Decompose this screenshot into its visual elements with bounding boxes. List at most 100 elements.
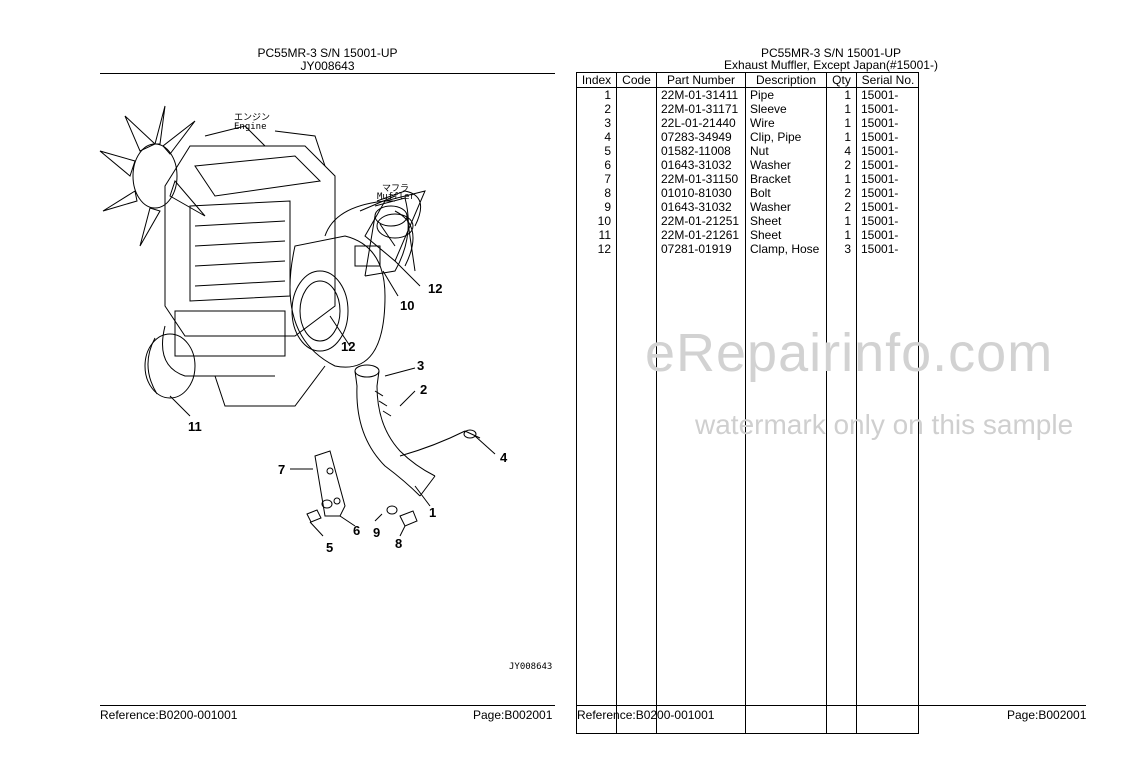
header-serial: Serial No. <box>861 73 915 87</box>
callout-2: 2 <box>420 382 428 397</box>
callout-9: 9 <box>373 525 381 540</box>
cell-qty: 2 <box>844 158 851 172</box>
callout-6: 6 <box>353 523 361 538</box>
header-index: Index <box>581 73 612 87</box>
cell-qty: 2 <box>844 200 851 214</box>
cell-serial: 15001- <box>861 200 899 214</box>
cell-qty: 3 <box>844 242 851 256</box>
table-row: 5 01582-11008 Nut 4 15001- <box>577 144 918 158</box>
cell-part-number: 01643-31032 <box>661 200 732 214</box>
cell-part-number: 22M-01-31150 <box>661 172 739 186</box>
cell-index: 1 <box>604 88 611 102</box>
cell-index: 6 <box>604 158 611 172</box>
col-divider <box>616 73 617 733</box>
left-header-rule <box>100 73 555 74</box>
cell-index: 5 <box>604 144 611 158</box>
cell-serial: 15001- <box>861 116 899 130</box>
right-page-title: PC55MR-3 S/N 15001-UP <box>760 46 902 60</box>
table-row: 9 01643-31032 Washer 2 15001- <box>577 200 918 214</box>
left-page-title: PC55MR-3 S/N 15001-UP <box>257 46 398 60</box>
cell-qty: 1 <box>844 102 851 116</box>
col-divider <box>745 73 746 733</box>
fasteners-drawing <box>306 499 418 527</box>
cell-serial: 15001- <box>861 158 899 172</box>
table-row: 11 22M-01-21261 Sheet 1 15001- <box>577 228 918 242</box>
cell-index: 10 <box>597 214 611 228</box>
bracket-drawing <box>314 450 346 517</box>
cell-serial: 15001- <box>861 214 899 228</box>
callout-12-upper: 12 <box>428 281 443 296</box>
cell-description: Washer <box>750 200 791 214</box>
cell-index: 9 <box>604 200 611 214</box>
cell-description: Wire <box>750 116 775 130</box>
cell-description: Clamp, Hose <box>750 242 820 256</box>
cell-description: Nut <box>750 144 769 158</box>
cell-part-number: 01010-81030 <box>661 186 732 200</box>
engine-label: Engine <box>234 122 267 132</box>
header-qty: Qty <box>832 73 851 87</box>
parts-table: Index Code Part Number Description Qty S… <box>576 72 919 734</box>
cell-serial: 15001- <box>861 130 899 144</box>
table-row: 6 01643-31032 Washer 2 15001- <box>577 158 918 172</box>
table-row: 10 22M-01-21251 Sheet 1 15001- <box>577 214 918 228</box>
cell-qty: 1 <box>844 228 851 242</box>
cell-description: Sleeve <box>750 102 787 116</box>
cell-part-number: 22M-01-21261 <box>661 228 740 242</box>
table-row: 3 22L-01-21440 Wire 1 15001- <box>577 116 918 130</box>
cell-serial: 15001- <box>861 88 899 102</box>
watermark-note: watermark only on this sample <box>695 409 1074 440</box>
cell-serial: 15001- <box>861 172 899 186</box>
cell-qty: 4 <box>844 144 851 158</box>
cell-part-number: 07283-34949 <box>661 130 732 144</box>
cell-description: Sheet <box>750 214 782 228</box>
diagram-id: JY008643 <box>509 662 553 672</box>
watermark-brand: eRepairinfo.com <box>645 323 1054 383</box>
cell-index: 8 <box>604 186 611 200</box>
engine-label-jp: エンジン <box>234 113 271 123</box>
left-reference: Reference:B0200-001001 <box>100 708 238 722</box>
cell-qty: 1 <box>844 130 851 144</box>
cell-qty: 1 <box>844 172 851 186</box>
cell-description: Bolt <box>750 186 771 200</box>
cell-part-number: 22M-01-21251 <box>661 214 740 228</box>
exploded-parts-diagram <box>99 105 496 537</box>
header-description: Description <box>755 73 817 87</box>
cell-serial: 15001- <box>861 144 899 158</box>
callout-3: 3 <box>417 358 425 373</box>
cell-qty: 1 <box>844 214 851 228</box>
cell-part-number: 22M-01-31411 <box>661 88 739 102</box>
cell-serial: 15001- <box>861 242 899 256</box>
cell-qty: 1 <box>844 88 851 102</box>
cell-part-number: 01582-11008 <box>661 144 731 158</box>
cell-description: Washer <box>750 158 791 172</box>
col-divider <box>856 73 857 733</box>
callout-4: 4 <box>500 450 508 465</box>
table-header: Index Code Part Number Description Qty S… <box>577 73 918 88</box>
cell-part-number: 22L-01-21440 <box>661 116 736 130</box>
right-page-number: Page:B002001 <box>1007 708 1087 722</box>
callout-1: 1 <box>429 505 437 520</box>
table-row: 1 22M-01-31411 Pipe 1 15001- <box>577 88 918 102</box>
cell-serial: 15001- <box>861 228 899 242</box>
header-part-number: Part Number <box>666 73 736 87</box>
callout-12-lower: 12 <box>341 339 356 354</box>
right-reference: Reference:B0200-001001 <box>577 708 715 722</box>
cell-description: Pipe <box>750 88 775 102</box>
cell-description: Sheet <box>750 228 782 242</box>
cell-part-number: 22M-01-31171 <box>661 102 739 116</box>
cell-part-number: 01643-31032 <box>661 158 732 172</box>
cell-index: 12 <box>597 242 611 256</box>
muffler-label-jp: マフラ <box>382 184 410 194</box>
cell-qty: 1 <box>844 116 851 130</box>
cell-index: 11 <box>598 228 611 242</box>
cell-index: 3 <box>604 116 611 130</box>
left-page-number: Page:B002001 <box>473 708 553 722</box>
left-footer-rule <box>100 705 555 706</box>
header-code: Code <box>622 73 651 87</box>
cell-description: Clip, Pipe <box>750 130 802 144</box>
exhaust-pipe-drawing <box>354 364 436 497</box>
cell-index: 7 <box>604 172 611 186</box>
